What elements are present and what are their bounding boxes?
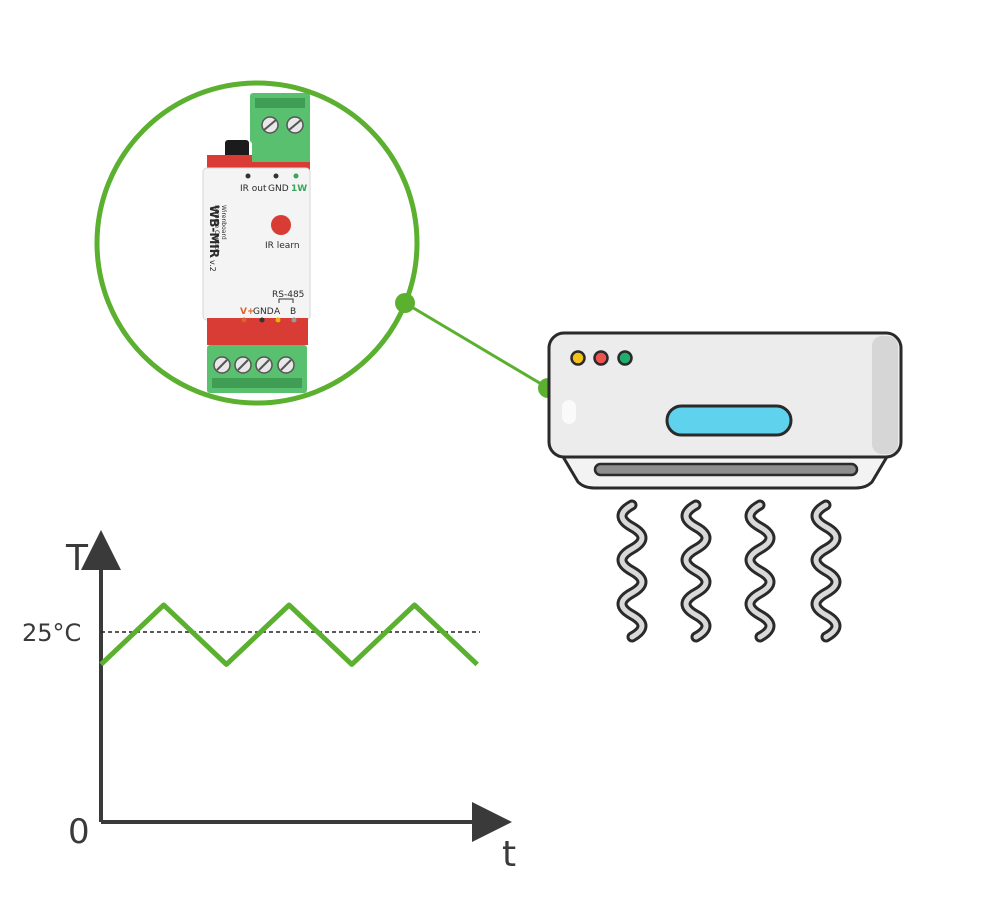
- connector: [395, 293, 558, 398]
- brand-label: Wirenboard: [220, 205, 227, 240]
- air-conditioner-icon: [547, 331, 903, 490]
- ir-learn-label: IR learn: [265, 241, 300, 251]
- y-axis-label: T: [65, 538, 89, 579]
- wb-mir-module-icon: IR out GND 1W IR learn WB-MIR v.2 Wirenb…: [202, 93, 311, 393]
- setpoint-label: 25°C: [22, 619, 81, 647]
- air-flow-wave-2: [683, 502, 709, 640]
- one-wire-label: 1W: [291, 184, 307, 194]
- magnifier-ring: [94, 80, 420, 406]
- temperature-series-line: [99, 602, 479, 667]
- air-flow-wave-3: [747, 502, 773, 640]
- led-green: [617, 350, 633, 366]
- led-red: [593, 350, 609, 366]
- device-magnifier: IR out GND 1W IR learn WB-MIR v.2 Wirenb…: [94, 80, 420, 406]
- air-flow-wave-4: [813, 502, 839, 640]
- ir-out-label: IR out: [240, 184, 267, 194]
- model-label: WB-MIR: [207, 205, 221, 258]
- rs485-label: RS-485: [272, 290, 304, 300]
- led-yellow: [570, 350, 586, 366]
- connector-dot-start: [395, 293, 415, 313]
- vplus-label: V+: [240, 307, 255, 317]
- version-label: v.2: [208, 260, 217, 272]
- ir-learn-button: [271, 215, 291, 235]
- rs485-a-label: A: [274, 307, 281, 317]
- function-label: Remote Control: [213, 205, 220, 252]
- ac-display: [665, 404, 793, 437]
- air-flow-wave-1: [619, 502, 645, 640]
- rs485-b-label: B: [290, 307, 296, 317]
- air-flow-icon: [616, 499, 842, 643]
- gnd-bottom-label: GND: [253, 307, 274, 317]
- x-axis-label: t: [502, 834, 516, 875]
- origin-label: 0: [68, 812, 90, 852]
- gnd-top-label: GND: [268, 184, 289, 194]
- temperature-graph: T t 0 25°C: [22, 530, 516, 875]
